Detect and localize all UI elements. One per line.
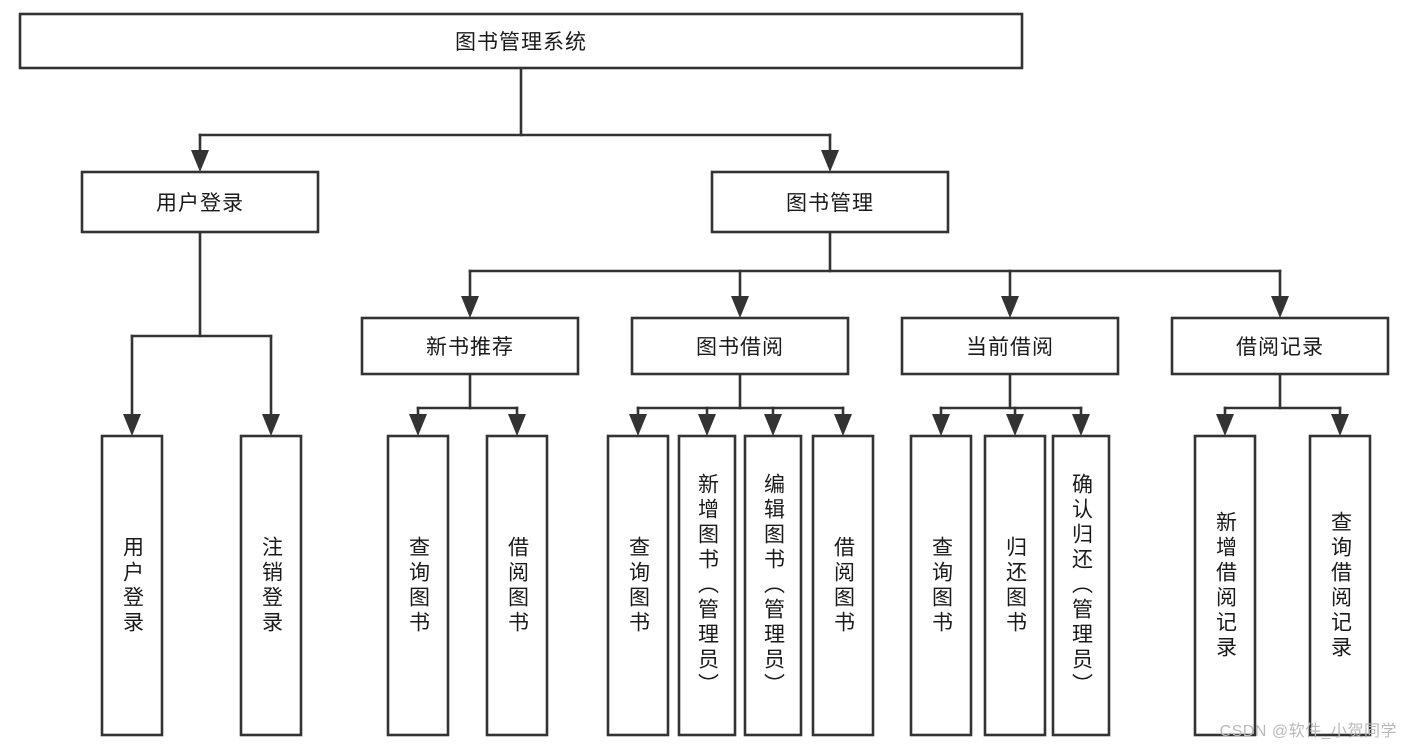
leaf-function-box[interactable] <box>1308 434 1372 737</box>
leaf-function-box[interactable] <box>909 434 973 737</box>
leaf-function-box[interactable] <box>983 434 1047 737</box>
leaf-function-box[interactable] <box>606 434 670 737</box>
connectors-layer <box>123 66 1349 436</box>
borrow-to-leaves-arrowhead-1 <box>698 414 716 436</box>
root-to-level2-arrowhead-1 <box>821 150 839 172</box>
current-to-leaves-arrowhead-2 <box>1072 414 1090 436</box>
book-mgmt-to-level3-arrowhead-0 <box>461 296 479 318</box>
current-to-leaves-arrowhead-0 <box>932 414 950 436</box>
level3-module-box[interactable] <box>1170 316 1390 376</box>
book-mgmt-to-level3-arrowhead-3 <box>1271 296 1289 318</box>
leaf-function-box[interactable] <box>811 434 875 737</box>
user-login-to-leaves-arrowhead-1 <box>262 414 280 436</box>
new-book-to-leaves-arrowhead-1 <box>508 414 526 436</box>
leaf-function-box[interactable] <box>1051 434 1111 737</box>
boxes-layer <box>18 12 1390 737</box>
leaf-function-box[interactable] <box>1193 434 1257 737</box>
leaf-function-box[interactable] <box>743 434 803 737</box>
root-to-level2-arrowhead-0 <box>191 150 209 172</box>
records-to-leaves-arrowhead-1 <box>1331 414 1349 436</box>
root-system-box[interactable] <box>18 12 1024 70</box>
user-login-to-leaves-arrowhead-0 <box>123 414 141 436</box>
leaf-function-box[interactable] <box>239 434 303 737</box>
records-to-leaves-arrowhead-0 <box>1216 414 1234 436</box>
level2-module-box[interactable] <box>710 170 950 234</box>
level2-module-box[interactable] <box>80 170 320 234</box>
borrow-to-leaves-arrowhead-2 <box>764 414 782 436</box>
leaf-function-box[interactable] <box>100 434 164 737</box>
leaf-function-box[interactable] <box>485 434 549 737</box>
watermark-text: CSDN @软件_小贺同学 <box>1219 723 1397 740</box>
leaf-function-box[interactable] <box>677 434 737 737</box>
borrow-to-leaves-arrowhead-0 <box>629 414 647 436</box>
current-to-leaves-arrowhead-1 <box>1006 414 1024 436</box>
book-mgmt-to-level3-arrowhead-1 <box>731 296 749 318</box>
book-mgmt-to-level3-arrowhead-2 <box>1001 296 1019 318</box>
borrow-to-leaves-arrowhead-3 <box>834 414 852 436</box>
level3-module-box[interactable] <box>630 316 850 376</box>
level3-module-box[interactable] <box>360 316 580 376</box>
leaf-function-box[interactable] <box>386 434 450 737</box>
level3-module-box[interactable] <box>900 316 1120 376</box>
new-book-to-leaves-arrowhead-0 <box>409 414 427 436</box>
